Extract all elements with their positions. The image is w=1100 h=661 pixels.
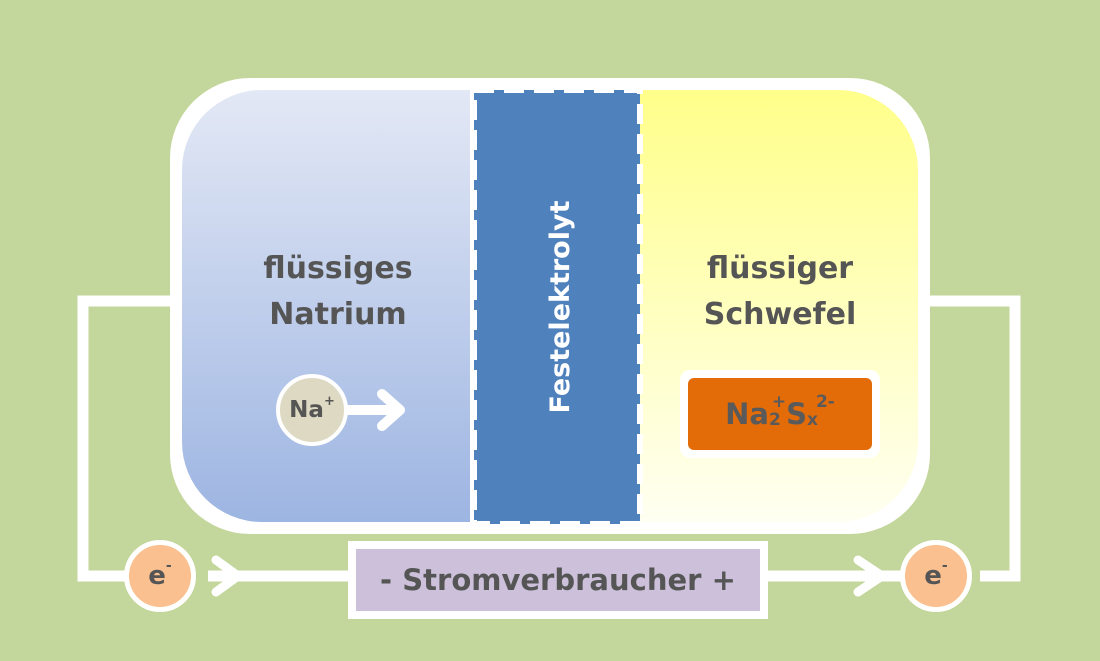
wire-arrow-right [853, 555, 887, 597]
circuit-wire [77, 295, 1021, 582]
electron-left-symbol: e [148, 561, 166, 591]
product-na: Na [725, 397, 769, 431]
product-s-sub: x [806, 410, 818, 430]
load-label: Stromverbraucher [402, 563, 702, 597]
anode-label-line2: Natrium [269, 297, 407, 332]
cathode-label-line1: flüssiger [706, 251, 854, 286]
cathode-label: flüssiger Schwefel [668, 246, 892, 338]
electrolyte-label: Festelektrolyt [544, 200, 576, 414]
cathode-label-line2: Schwefel [703, 297, 857, 332]
wire-arrow-left [211, 555, 243, 597]
product-na-sup: + [771, 392, 787, 412]
electron-left-charge: - [165, 558, 172, 574]
ion-arrow [341, 389, 405, 431]
product-s-sup: 2- [815, 392, 835, 412]
electron-right-charge: - [941, 558, 948, 574]
load-minus: - [380, 563, 393, 597]
anode-label: flüssiges Natrium [226, 246, 450, 338]
product-s: S [786, 397, 807, 431]
sodium-ion-charge: + [323, 393, 335, 409]
electron-right: e- [900, 540, 972, 612]
electron-right-symbol: e [924, 561, 942, 591]
electron-left: e- [124, 540, 196, 612]
solid-electrolyte [474, 90, 640, 524]
product-na-sub: 2 [769, 410, 781, 430]
anode-label-line1: flüssiges [263, 251, 413, 286]
sodium-ion-symbol: Na [289, 397, 324, 423]
load-plus: + [711, 563, 736, 597]
sodium-ion: Na+ [276, 374, 348, 446]
electrical-load: - Stromverbraucher + [356, 549, 760, 611]
